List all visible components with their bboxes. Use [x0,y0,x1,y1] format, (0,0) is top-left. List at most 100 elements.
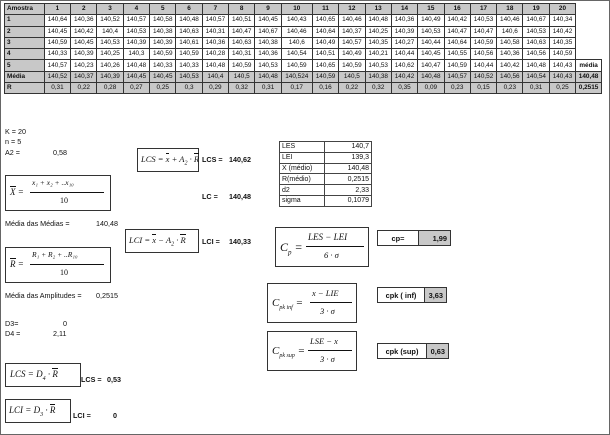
value-cell[interactable]: 140,43 [548,70,577,84]
value-cell[interactable]: 0,25 [149,82,177,95]
limits-value-cell[interactable]: 140,7 [324,141,372,153]
value-cell[interactable]: 140,51 [228,14,256,27]
value-cell[interactable]: 140,62 [390,59,419,72]
value-cell[interactable]: 140,45 [122,70,151,84]
value-cell[interactable]: 0,22 [338,82,366,95]
value-cell[interactable]: 140,36 [254,48,282,61]
header-cell-sample[interactable]: 12 [338,2,366,16]
value-cell[interactable]: 140,53 [469,14,498,27]
value-cell[interactable]: 140,47 [228,25,256,38]
value-cell[interactable]: 0,32 [364,82,392,95]
value-cell[interactable]: 140,47 [417,59,445,72]
value-cell[interactable]: 140,27 [390,36,419,50]
value-cell[interactable]: 140,65 [311,14,340,27]
value-cell[interactable]: 140,49 [417,14,445,27]
value-cell[interactable]: 140,52 [96,14,124,27]
value-cell[interactable]: 140,33 [175,59,203,72]
value-cell[interactable]: 140,56 [496,70,524,84]
header-cell-sample[interactable]: 16 [443,2,471,16]
header-cell-sample[interactable]: 15 [417,2,445,16]
value-cell[interactable]: 140,36 [201,36,230,50]
value-cell[interactable]: 140,59 [228,59,256,72]
value-cell[interactable]: 140,33 [149,59,177,72]
value-cell[interactable]: 140,38 [254,36,282,50]
value-cell[interactable]: 140,53 [364,59,392,72]
value-cell[interactable]: 140,63 [175,25,203,38]
row-label-cell[interactable]: R [4,82,45,95]
value-cell[interactable]: 140,39 [70,48,98,61]
header-cell-sample[interactable]: 3 [96,2,124,16]
value-cell[interactable]: 140,59 [311,70,340,84]
value-cell[interactable]: 140,55 [443,48,471,61]
value-cell[interactable]: 140,34 [548,14,577,27]
summary-cell[interactable]: 0,2515 [575,82,602,95]
value-cell[interactable]: 0,15 [469,82,498,95]
limits-key-cell[interactable]: sigma [279,194,325,207]
value-cell[interactable]: 140,42 [390,70,419,84]
value-cell[interactable]: 140,61 [175,36,203,50]
value-cell[interactable]: 0,17 [280,82,313,95]
value-cell[interactable]: 140,59 [175,48,203,61]
value-cell[interactable]: 140,4 [201,70,230,84]
value-cell[interactable]: 140,59 [469,36,498,50]
value-cell[interactable]: 140,48 [175,14,203,27]
value-cell[interactable]: 140,48 [254,70,282,84]
value-cell[interactable]: 140,53 [175,70,203,84]
value-cell[interactable]: 140,64 [443,36,471,50]
limits-value-cell[interactable]: 140,48 [324,162,372,175]
value-cell[interactable]: 0,32 [228,82,256,95]
value-cell[interactable]: 140,56 [469,48,498,61]
value-cell[interactable]: 140,48 [417,70,445,84]
value-cell[interactable]: 140,56 [522,48,550,61]
value-cell[interactable]: 140,37 [70,70,98,84]
limits-key-cell[interactable]: R(médio) [279,173,325,186]
limits-key-cell[interactable]: X (médio) [279,162,325,175]
limits-key-cell[interactable]: d2 [279,184,325,196]
value-cell[interactable]: 140,45 [254,14,282,27]
header-cell-sample[interactable]: 5 [149,2,177,16]
value-cell[interactable]: 140,59 [338,59,366,72]
value-cell[interactable]: 140,52 [43,70,72,84]
row-label-cell[interactable]: Média [4,70,45,84]
value-cell[interactable]: 140,58 [496,36,524,50]
header-cell-sample[interactable]: 17 [469,2,498,16]
value-cell[interactable]: 140,45 [70,36,98,50]
value-cell[interactable]: 140,45 [43,25,72,38]
value-cell[interactable]: 140,57 [43,59,72,72]
value-cell[interactable]: 140,59 [43,36,72,50]
value-cell[interactable]: 140,36 [496,48,524,61]
value-cell[interactable]: 140,59 [280,59,313,72]
value-cell[interactable]: 140,44 [390,48,419,61]
header-cell-sample[interactable]: 10 [280,2,313,16]
value-cell[interactable]: 140,57 [443,70,471,84]
header-cell-sample[interactable]: 2 [70,2,98,16]
value-cell[interactable]: 140,5 [338,70,366,84]
value-cell[interactable]: 140,67 [254,25,282,38]
value-cell[interactable]: 0,22 [70,82,98,95]
value-cell[interactable]: 0,09 [417,82,445,95]
value-cell[interactable]: 140,63 [228,36,256,50]
value-cell[interactable]: 140,53 [522,25,550,38]
value-cell[interactable]: 140,44 [417,36,445,50]
value-cell[interactable]: 140,31 [228,48,256,61]
limits-value-cell[interactable]: 2,33 [324,184,372,196]
value-cell[interactable]: 140,45 [417,48,445,61]
value-cell[interactable]: 140,53 [96,36,124,50]
row-label-cell[interactable]: 2 [4,25,45,38]
value-cell[interactable]: 0,31 [254,82,282,95]
value-cell[interactable]: 140,39 [390,25,419,38]
header-cell-sample[interactable]: 7 [201,2,230,16]
value-cell[interactable]: 140,4 [96,25,124,38]
row-label-cell[interactable]: 3 [4,36,45,50]
summary-cell[interactable]: média [575,59,602,72]
value-cell[interactable]: 140,54 [280,48,313,61]
value-cell[interactable]: 140,59 [443,59,471,72]
value-cell[interactable]: 140,54 [522,70,550,84]
value-cell[interactable]: 0,25 [548,82,577,95]
value-cell[interactable]: 140,37 [338,25,366,38]
value-cell[interactable]: 140,48 [201,59,230,72]
value-cell[interactable]: 140,47 [443,25,471,38]
value-cell[interactable]: 0,27 [122,82,151,95]
value-cell[interactable]: 0,31 [43,82,72,95]
value-cell[interactable]: 140,49 [338,48,366,61]
